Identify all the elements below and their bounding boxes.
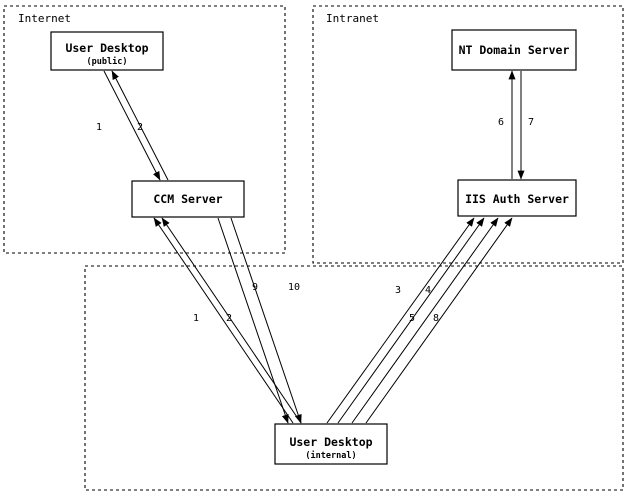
node-user-desktop-internal[interactable]: User Desktop (internal) bbox=[274, 423, 388, 465]
node-title-iis-auth-server: IIS Auth Server bbox=[465, 192, 569, 206]
step-number-labels: 1 2 6 7 9 10 1 2 3 4 5 8 bbox=[96, 117, 534, 324]
step-label-6: 6 bbox=[498, 117, 504, 128]
step-label-2-internal: 2 bbox=[226, 313, 232, 324]
node-box-ccm-server[interactable] bbox=[131, 180, 245, 218]
flow-line-internal-to-iis-5 bbox=[351, 217, 499, 424]
node-ccm-server[interactable]: CCM Server bbox=[131, 180, 245, 218]
node-title-nt-domain-server: NT Domain Server bbox=[459, 43, 570, 57]
zone-label-internet: Internet bbox=[18, 12, 71, 25]
flow-line-public-request bbox=[103, 70, 161, 181]
flow-line-internal-to-iis-3 bbox=[326, 217, 475, 424]
step-label-5: 5 bbox=[409, 313, 415, 324]
node-box-iis-auth-server[interactable] bbox=[457, 179, 577, 217]
zone-label-intranet: Intranet bbox=[326, 12, 379, 25]
zone-boundaries bbox=[3, 5, 624, 491]
node-title-ccm-server: CCM Server bbox=[153, 192, 222, 206]
node-subtitle-user-desktop-public: (public) bbox=[87, 56, 128, 67]
flow-lines bbox=[103, 70, 525, 424]
flow-line-internal-to-iis-8 bbox=[365, 217, 513, 424]
zone-internal-boundary bbox=[84, 265, 624, 491]
step-label-8: 8 bbox=[433, 313, 439, 324]
node-title-user-desktop-public: User Desktop bbox=[65, 41, 148, 55]
step-label-2-public: 2 bbox=[137, 122, 143, 133]
zone-internet-boundary bbox=[3, 5, 286, 254]
node-box-user-desktop-public[interactable] bbox=[50, 31, 164, 71]
step-label-9: 9 bbox=[252, 282, 258, 293]
node-title-user-desktop-internal: User Desktop bbox=[289, 435, 372, 449]
node-user-desktop-public[interactable]: User Desktop (public) bbox=[50, 31, 164, 71]
step-label-1-internal: 1 bbox=[193, 313, 199, 324]
flow-line-public-response bbox=[111, 70, 169, 181]
step-label-4: 4 bbox=[425, 285, 431, 296]
node-iis-auth-server[interactable]: IIS Auth Server bbox=[457, 179, 577, 217]
step-label-3: 3 bbox=[395, 285, 401, 296]
step-label-10: 10 bbox=[288, 282, 300, 293]
node-subtitle-user-desktop-internal: (internal) bbox=[305, 450, 356, 461]
step-label-1-public: 1 bbox=[96, 122, 102, 133]
flow-line-internal-to-ccm-2 bbox=[161, 217, 302, 424]
node-nt-domain-server[interactable]: NT Domain Server bbox=[451, 29, 577, 71]
flow-line-ccm-to-internal-9 bbox=[217, 217, 289, 424]
node-box-user-desktop-internal[interactable] bbox=[274, 423, 388, 465]
step-label-7: 7 bbox=[528, 117, 534, 128]
node-box-nt-domain-server[interactable] bbox=[451, 29, 577, 71]
zone-intranet-boundary bbox=[312, 5, 624, 264]
flow-line-internal-to-iis-4 bbox=[337, 217, 485, 424]
flow-line-ccm-to-internal-10 bbox=[230, 217, 302, 424]
flow-line-internal-to-ccm-1 bbox=[153, 217, 294, 424]
